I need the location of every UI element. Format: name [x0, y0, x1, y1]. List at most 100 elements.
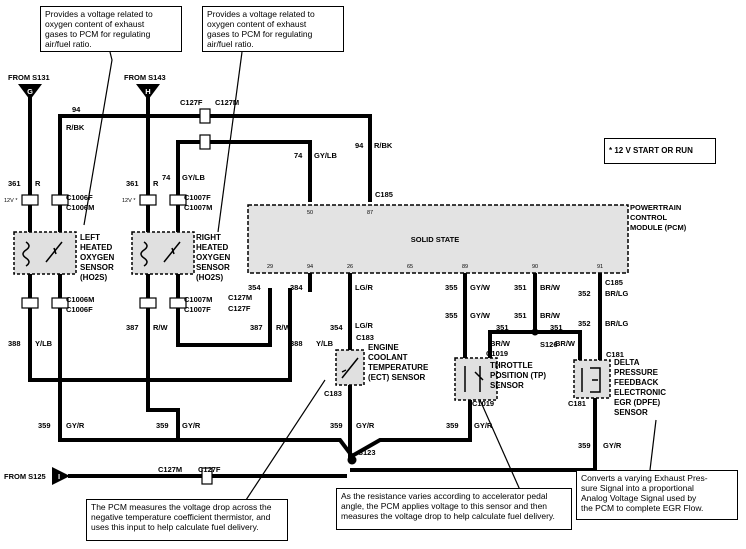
connector-labels: C127F C127M C185 C1006F C1006M C1007F C1…: [66, 98, 624, 474]
pcm-pin-90: 90: [532, 264, 538, 270]
c127f-bot: C127F: [198, 465, 221, 474]
wire-359-tp: [349, 398, 472, 459]
right-o2-label-3: OXYGEN: [196, 253, 230, 262]
c1007f-b: C1007F: [184, 305, 211, 314]
wire-label-rw-b: R/W: [276, 323, 292, 332]
pcm-pin-89: 89: [462, 264, 468, 270]
leader-ect: [245, 379, 326, 501]
pcm-pin-29: 29: [267, 264, 273, 270]
right-o2-label-1: RIGHT: [196, 233, 221, 242]
from-s125-label: FROM S125: [4, 472, 46, 481]
c127f-top: C127F: [180, 98, 203, 107]
wire-label-12v-a: 12V *: [4, 198, 18, 204]
left-o2-label-5: (HO2S): [80, 273, 107, 282]
wire-label-12v-b: 12V *: [122, 198, 136, 204]
wire-label-387-b: 387: [250, 323, 263, 332]
leader-right-o2: [217, 51, 243, 233]
note-right-o2-line-3: gases to PCM for regulating: [207, 29, 313, 39]
wire-label-brw-a: BR/W: [540, 283, 561, 292]
right-o2-label-4: SENSOR: [196, 263, 230, 272]
component-labels: LEFT HEATED OXYGEN SENSOR (HO2S) RIGHT H…: [80, 233, 666, 417]
tp-sensor: [454, 357, 498, 401]
wire-label-gyw-b: GY/W: [470, 311, 491, 320]
s131-letter: G: [27, 87, 33, 96]
s123-label: S123: [358, 448, 376, 457]
wire-label-r-b: R: [153, 179, 159, 188]
wire-label-94-b: 94: [355, 141, 364, 150]
note-tp-line-3: measures the voltage drop to help calcul…: [341, 511, 555, 521]
ect-label-3: TEMPERATURE: [368, 363, 429, 372]
note-dpfe-line-4: the PCM to complete EGR Flow.: [581, 503, 704, 513]
wire-label-lgr-a: LG/R: [355, 283, 373, 292]
note-left-o2: Provides a voltage related to oxygen con…: [40, 6, 182, 52]
note-left-o2-line-4: air/fuel ratio.: [45, 39, 92, 49]
note-dpfe-line-1: Converts a varying Exhaust Pres-: [581, 473, 708, 483]
left-o2-label-4: SENSOR: [80, 263, 114, 272]
dpfe-label-1: DELTA: [614, 358, 640, 367]
leader-left-o2: [83, 51, 113, 226]
ect-label-4: (ECT) SENSOR: [368, 373, 426, 382]
right-o2-label-2: HEATED: [196, 243, 229, 252]
c1007m-a: C1007M: [184, 203, 212, 212]
wire-label-rw-a: R/W: [153, 323, 169, 332]
pcm-pin-87: 87: [367, 210, 373, 216]
from-s131-label: FROM S131: [8, 73, 50, 82]
wire-label-brlg-b: BR/LG: [605, 319, 628, 328]
pcm-pin-91: 91: [597, 264, 603, 270]
wire-359-gyr-left: [58, 270, 355, 459]
wire-label-lgr-b: LG/R: [355, 321, 373, 330]
note-right-o2: Provides a voltage related to oxygen con…: [202, 6, 344, 52]
wire-label-74-b: 74: [294, 151, 303, 160]
wire-label-355-b: 355: [445, 311, 458, 320]
wire-labels: 94 R/BK 94 R/BK 74 GY/LB 74 GY/LB 361 R …: [4, 105, 628, 450]
left-o2-sensor: [13, 231, 77, 275]
wire-label-rbk-a: R/BK: [66, 123, 85, 132]
wire-74-gylb: [176, 140, 312, 234]
left-o2-label-1: LEFT: [80, 233, 100, 242]
tp-label-3: SENSOR: [490, 381, 524, 390]
pcm-name-2: CONTROL: [630, 213, 667, 222]
pcm-pin-50: 50: [307, 210, 313, 216]
leader-tp: [479, 399, 521, 491]
wire-label-354-b: 354: [330, 323, 343, 332]
wire-label-gyr-a: GY/R: [66, 421, 85, 430]
wire-label-rbk-b: R/BK: [374, 141, 393, 150]
wire-label-384: 384: [290, 283, 303, 292]
wire-388-left: [28, 270, 292, 382]
pcm-box: [247, 204, 629, 274]
wire-label-gyr-d: GY/R: [474, 421, 493, 430]
s143-letter: H: [145, 87, 150, 96]
ect-label-2: COOLANT: [368, 353, 408, 362]
pcm-name-1: POWERTRAIN: [630, 203, 681, 212]
c127m-bot: C127M: [158, 465, 182, 474]
wire-label-74-a: 74: [162, 173, 171, 182]
source-s143: FROM S143 H: [124, 73, 166, 100]
wire-label-351-c: 351: [496, 323, 509, 332]
note-ect-line-2: negative temperature coefficient thermis…: [91, 512, 271, 522]
wire-label-359-a: 359: [38, 421, 51, 430]
wire-label-gylb-a: GY/LB: [182, 173, 206, 182]
wire-label-388-b: 388: [290, 339, 303, 348]
wire-351-tp: [488, 330, 537, 360]
wire-label-brw-c: BR/W: [490, 339, 511, 348]
c185-top: C185: [375, 190, 393, 199]
from-s143-label: FROM S143: [124, 73, 166, 82]
note-ect: The PCM measures the voltage drop across…: [86, 499, 288, 541]
tp-label-1: THROTTLE: [490, 361, 533, 370]
dpfe-label-3: FEEDBACK: [614, 378, 659, 387]
wire-351-dpfe: [533, 330, 582, 362]
wire-label-gyw-a: GY/W: [470, 283, 491, 292]
wire-label-359-e: 359: [578, 441, 591, 450]
source-s125: FROM S125 I: [4, 467, 70, 485]
c1006f-b: C1006F: [66, 305, 93, 314]
c1019-bot: C1019: [472, 399, 494, 408]
c127m-top: C127M: [215, 98, 239, 107]
note-right-o2-line-4: air/fuel ratio.: [207, 39, 254, 49]
wire-label-352-a: 352: [578, 289, 591, 298]
wire-94-rbk-top: [58, 114, 372, 234]
c183-top: C183: [356, 333, 374, 342]
note-ect-line-1: The PCM measures the voltage drop across…: [91, 502, 272, 512]
splice-s126: [531, 328, 539, 336]
wire-label-94-a: 94: [72, 105, 81, 114]
